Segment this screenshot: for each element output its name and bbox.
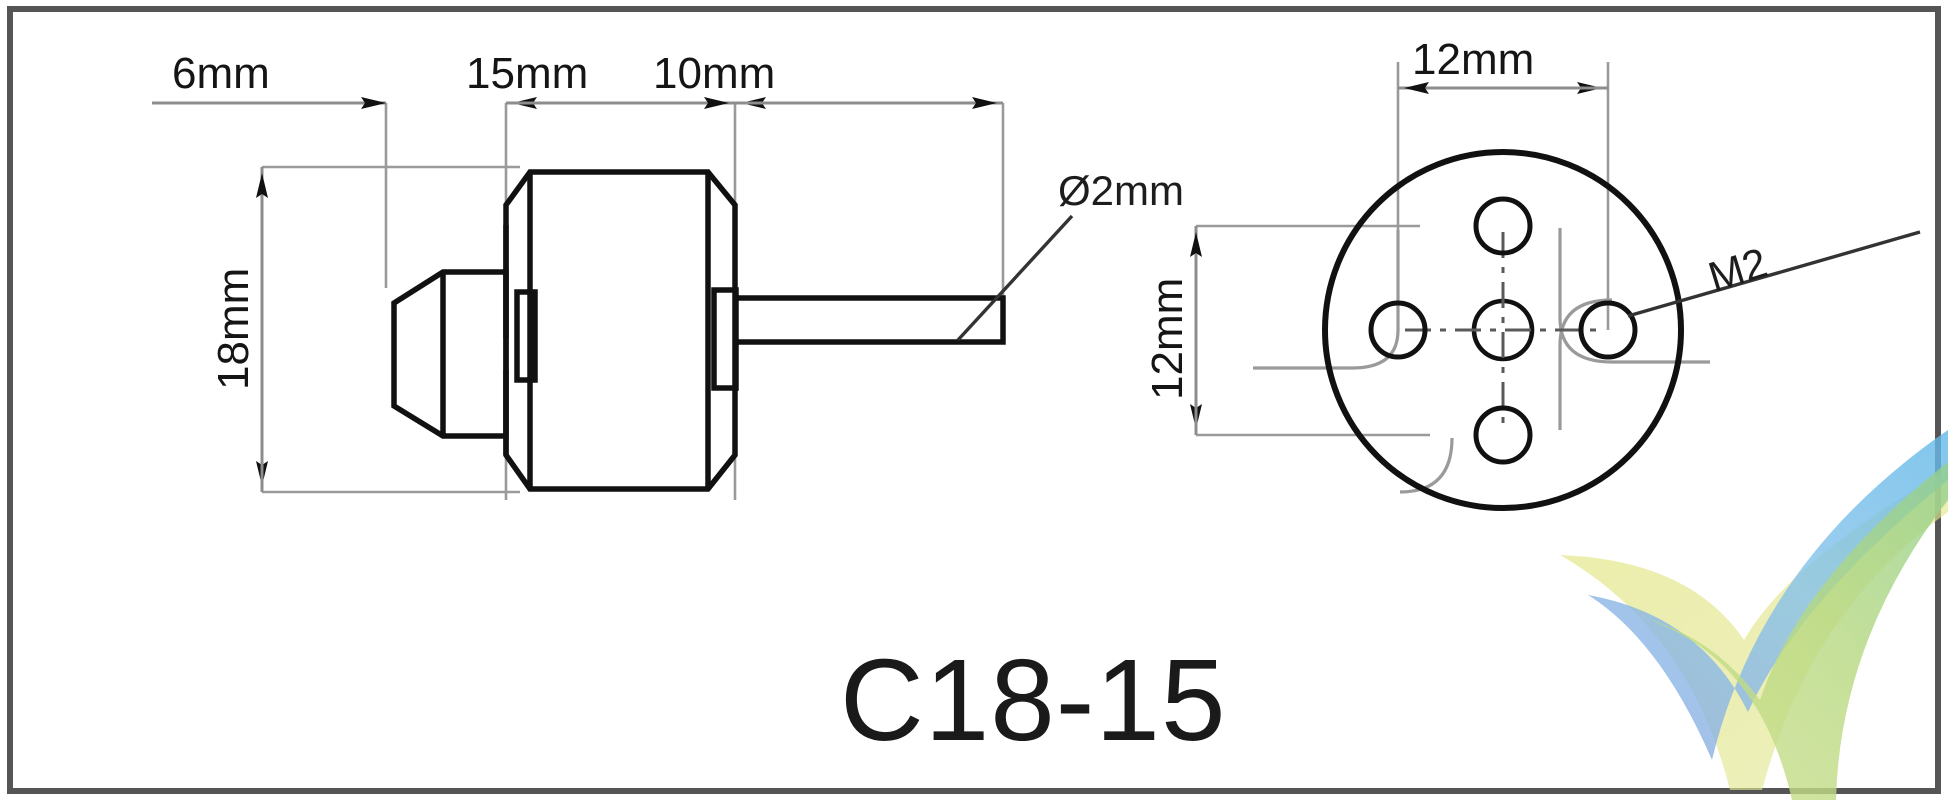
page-border [7,6,1941,794]
dimension-6mm-label: 6mm [172,49,270,98]
drawing-title-label: C18-15 [840,635,1226,765]
callout-m2-thread: M2 [1627,230,1921,318]
mounting-hole-top [1473,196,1533,256]
dimension-10mm: 10mm [653,49,1003,109]
callout-shaft-diameter: Ø2mm [956,167,1184,342]
motor-nose-cone [391,269,509,439]
dimension-18mm-label: 18mm [209,268,258,390]
dimension-15mm: 15mm [466,49,735,109]
dimension-12mm-vertical-label: 12mm [1143,278,1192,400]
output-shaft [735,295,1006,345]
callout-shaft-diameter-label: Ø2mm [1058,167,1184,214]
dimension-15mm-label: 15mm [466,49,588,98]
dimension-12mm-horizontal-label: 12mm [1412,35,1534,84]
dimension-18mm: 18mm [209,167,268,492]
mounting-hole-bottom [1473,405,1533,465]
front-view-outer-circle [1322,149,1684,511]
motor-body-outline [503,169,738,492]
mounting-holes [1368,196,1638,465]
center-crosshair-icon [1405,232,1601,428]
drawing-title: C18-15 [840,635,1226,765]
dimension-12mm-horizontal: 12mm [1398,35,1608,94]
dimension-12mm-vertical: 12mm [1143,226,1202,435]
front-view-internal-cutouts [1253,228,1710,494]
mounting-hole-left [1368,300,1428,360]
motor-rear-detail [711,287,739,391]
swoosh-logo [1560,430,1948,800]
front-view-group: 12mm 12mm [1143,35,1921,511]
front-view-extension-lines [1196,62,1610,437]
dimension-10mm-label: 10mm [653,49,775,98]
side-view-group: 6mm 15mm 10mm 18mm [152,49,1184,500]
dimension-6mm: 6mm [152,49,386,109]
mounting-hole-right [1578,300,1638,360]
